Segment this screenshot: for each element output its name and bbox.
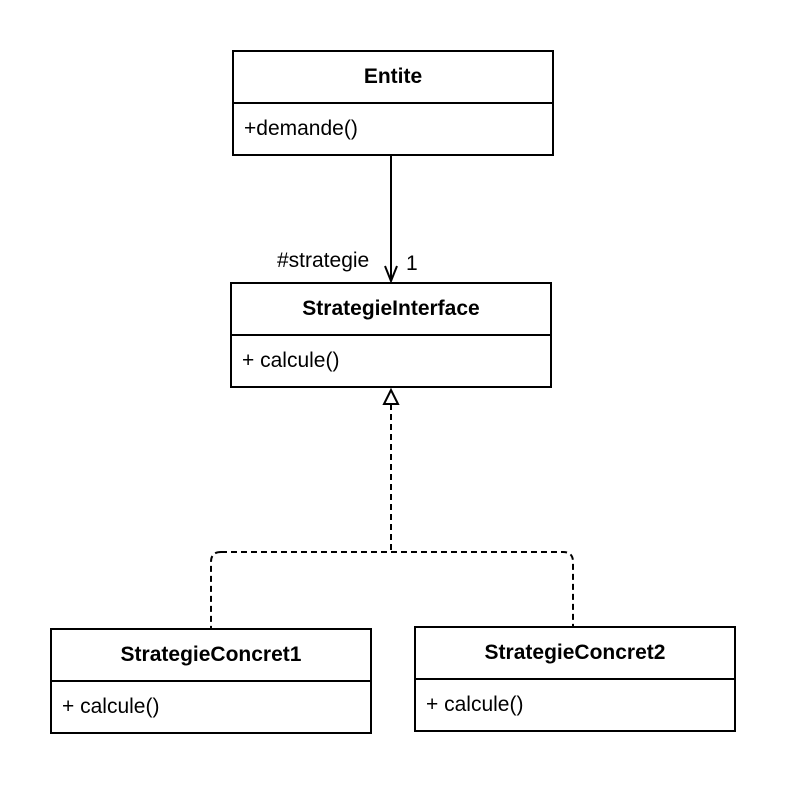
class-entite[interactable]: Entite +demande() <box>232 50 554 156</box>
class-name: StrategieConcret1 <box>52 630 370 682</box>
class-name: Entite <box>234 52 552 104</box>
class-name: StrategieConcret2 <box>416 628 734 680</box>
class-strategie-interface[interactable]: StrategieInterface + calcule() <box>230 282 552 388</box>
class-method: + calcule() <box>426 693 524 716</box>
class-method: + calcule() <box>62 695 160 718</box>
class-method: + calcule() <box>242 349 340 372</box>
association-arrowhead <box>384 265 398 284</box>
class-strategie-concret1[interactable]: StrategieConcret1 + calcule() <box>50 628 372 734</box>
class-method: +demande() <box>244 117 358 140</box>
class-name: StrategieInterface <box>232 284 550 336</box>
association-multiplicity-label: 1 <box>406 252 418 275</box>
class-strategie-concret2[interactable]: StrategieConcret2 + calcule() <box>414 626 736 732</box>
realization-connector <box>210 404 574 629</box>
realization-triangle-head <box>382 387 400 405</box>
association-role-label: #strategie <box>277 249 370 272</box>
